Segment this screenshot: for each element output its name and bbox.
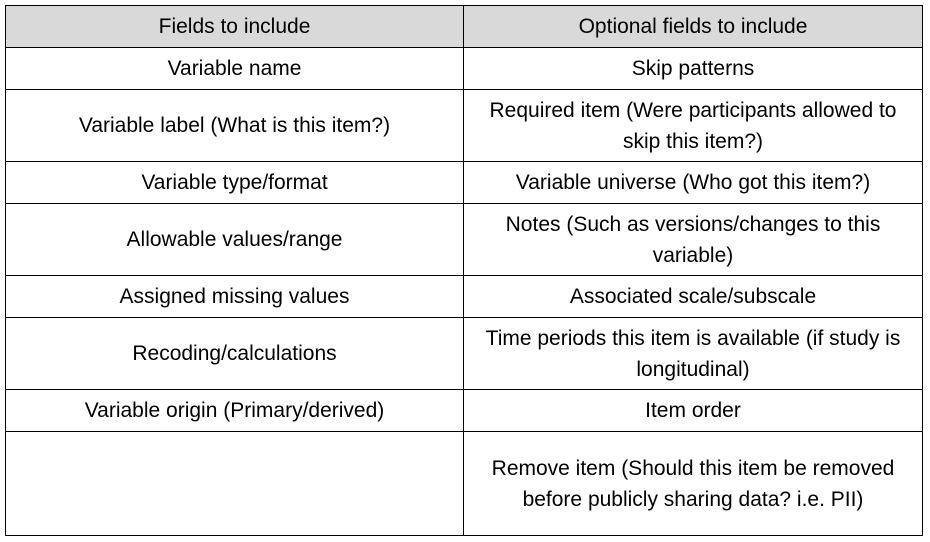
table-row: Variable type/format Variable universe (… <box>5 161 923 204</box>
header-fields-to-include: Fields to include <box>5 5 464 48</box>
required-field-cell: Variable origin (Primary/derived) <box>5 389 464 432</box>
optional-field-cell: Associated scale/subscale <box>463 275 923 318</box>
optional-field-cell: Skip patterns <box>463 47 923 90</box>
optional-field-cell: Item order <box>463 389 923 432</box>
optional-field-cell: Remove item (Should this item be removed… <box>463 431 923 536</box>
header-row: Fields to include Optional fields to inc… <box>5 5 923 48</box>
required-field-cell: Allowable values/range <box>5 203 464 276</box>
optional-field-cell: Variable universe (Who got this item?) <box>463 161 923 204</box>
table-row: Variable label (What is this item?) Requ… <box>5 89 923 162</box>
table-row: Variable origin (Primary/derived) Item o… <box>5 389 923 432</box>
optional-field-cell: Notes (Such as versions/changes to this … <box>463 203 923 276</box>
required-field-cell: Variable label (What is this item?) <box>5 89 464 162</box>
table-row: Remove item (Should this item be removed… <box>5 431 923 536</box>
required-field-cell: Variable name <box>5 47 464 90</box>
required-field-cell: Assigned missing values <box>5 275 464 318</box>
table-row: Allowable values/range Notes (Such as ve… <box>5 203 923 276</box>
table-row: Variable name Skip patterns <box>5 47 923 90</box>
table-row: Assigned missing values Associated scale… <box>5 275 923 318</box>
required-field-cell-empty <box>5 431 464 536</box>
fields-table: Fields to include Optional fields to inc… <box>5 5 923 536</box>
header-optional-fields-to-include: Optional fields to include <box>463 5 923 48</box>
optional-field-cell: Required item (Were participants allowed… <box>463 89 923 162</box>
required-field-cell: Recoding/calculations <box>5 317 464 390</box>
table-row: Recoding/calculations Time periods this … <box>5 317 923 390</box>
optional-field-cell: Time periods this item is available (if … <box>463 317 923 390</box>
required-field-cell: Variable type/format <box>5 161 464 204</box>
